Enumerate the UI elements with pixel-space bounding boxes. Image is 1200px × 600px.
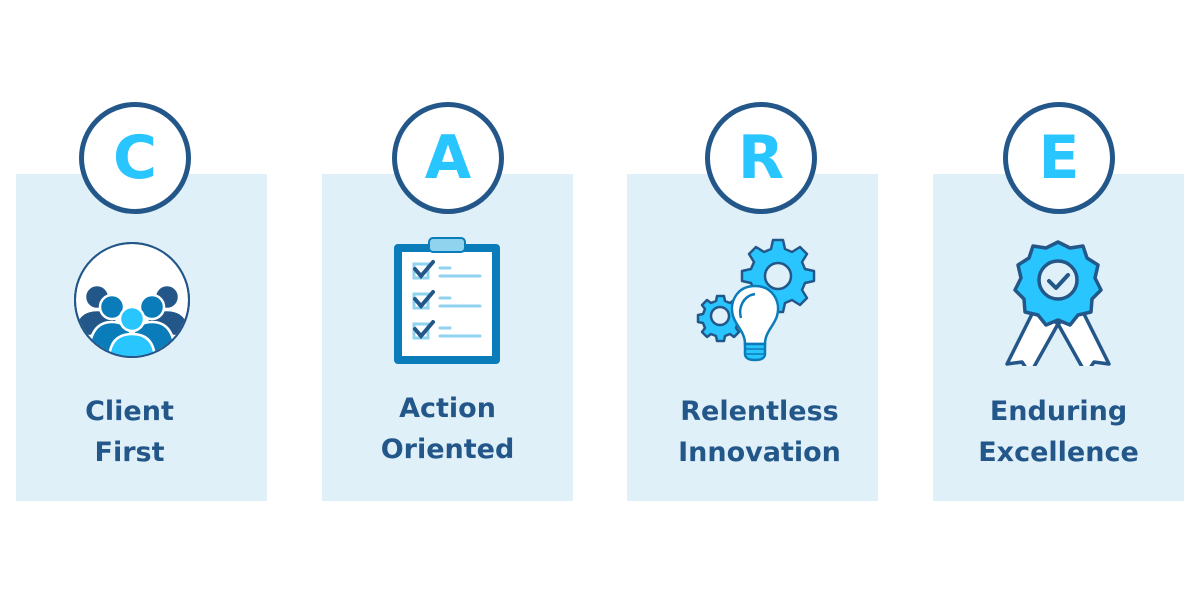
letter-badge-r: R <box>705 102 817 214</box>
award-ribbon-icon <box>1005 240 1111 366</box>
letter-badge-e: E <box>1003 102 1115 214</box>
people-group-icon <box>74 242 190 358</box>
letter: C <box>112 123 158 193</box>
pillar-card-enduring-excellence <box>933 174 1184 501</box>
letter: A <box>424 123 472 193</box>
letter-badge-a: A <box>392 102 504 214</box>
letter: E <box>1038 123 1080 193</box>
letter-badge-c: C <box>79 102 191 214</box>
clipboard-checklist-icon <box>394 237 500 364</box>
lightbulb-gears-icon <box>696 238 816 362</box>
letter: R <box>737 123 785 193</box>
